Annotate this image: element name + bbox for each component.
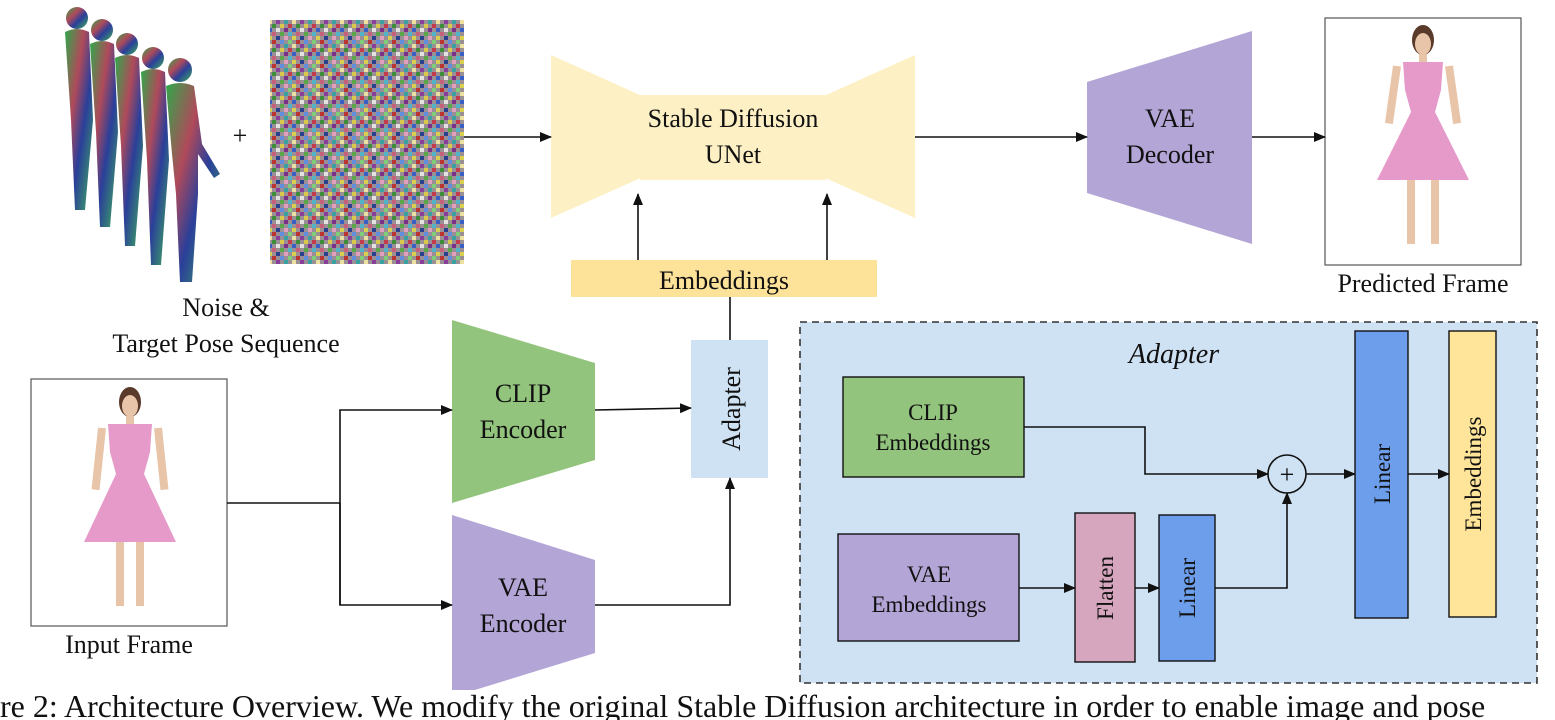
embeddings-block [571,260,877,297]
sum-symbol: + [1280,460,1295,489]
embeddings-out-block [1448,330,1497,618]
clip-embeddings-block [842,376,1025,478]
vae-encoder-label-line2: Encoder [480,609,567,638]
linear-small-block [1158,514,1216,662]
flatten-block [1074,512,1136,663]
linear-big-label: Linear [1370,444,1395,504]
input-person [84,387,176,606]
pose-figure [166,58,220,282]
embeddings-label: Embeddings [659,266,789,295]
embeddings-out-label: Embeddings [1461,416,1486,531]
noise-pose-label-line2: Target Pose Sequence [112,329,339,358]
input-frame-label: Input Frame [65,630,193,659]
adapter-detail-title: Adapter [1127,339,1219,370]
linear-small-label: Linear [1175,558,1200,618]
vae-decoder-label-line2: Decoder [1126,140,1214,169]
vae-encoder-label-line1: VAE [498,573,548,602]
target-pose-sequence [65,7,220,282]
plus-sign: + [233,121,248,150]
pose-figure [141,47,169,265]
noise-image [270,20,464,264]
adapter-connections [1019,426,1450,593]
flatten-label: Flatten [1093,556,1118,620]
vae-embeddings-block [837,533,1020,642]
clip-embeddings-label-line2: Embeddings [876,430,991,455]
pose-figure [90,19,118,227]
adapter-label: Adapter [717,367,746,451]
unet-label-line1: Stable Diffusion [648,104,819,133]
clip-encoder-block [452,320,595,503]
predicted-person [1377,25,1469,244]
adapter-block [691,340,768,478]
vae-embeddings-label-line2: Embeddings [872,592,987,617]
noise-pose-label-line1: Noise & [182,293,269,322]
figure-caption: re 2: Architecture Overview. We modify t… [0,690,1486,720]
vae-decoder-block [1087,31,1252,244]
architecture-diagram: + Noise & Target Pose Sequence Stable Di… [30,7,1538,690]
vae-embeddings-label-line1: VAE [907,562,951,587]
predicted-frame-label: Predicted Frame [1337,269,1508,298]
connections [227,132,1326,610]
unet-center [640,95,826,180]
unet-label-line2: UNet [705,140,762,169]
clip-embeddings-label-line1: CLIP [908,400,958,425]
pose-figure [115,33,143,246]
clip-encoder-label-line2: Encoder [480,415,567,444]
clip-encoder-label-line1: CLIP [495,379,551,408]
vae-encoder-block [452,515,595,690]
linear-big-block [1354,330,1409,619]
vae-decoder-label-line1: VAE [1145,104,1195,133]
pose-figure [65,7,93,210]
